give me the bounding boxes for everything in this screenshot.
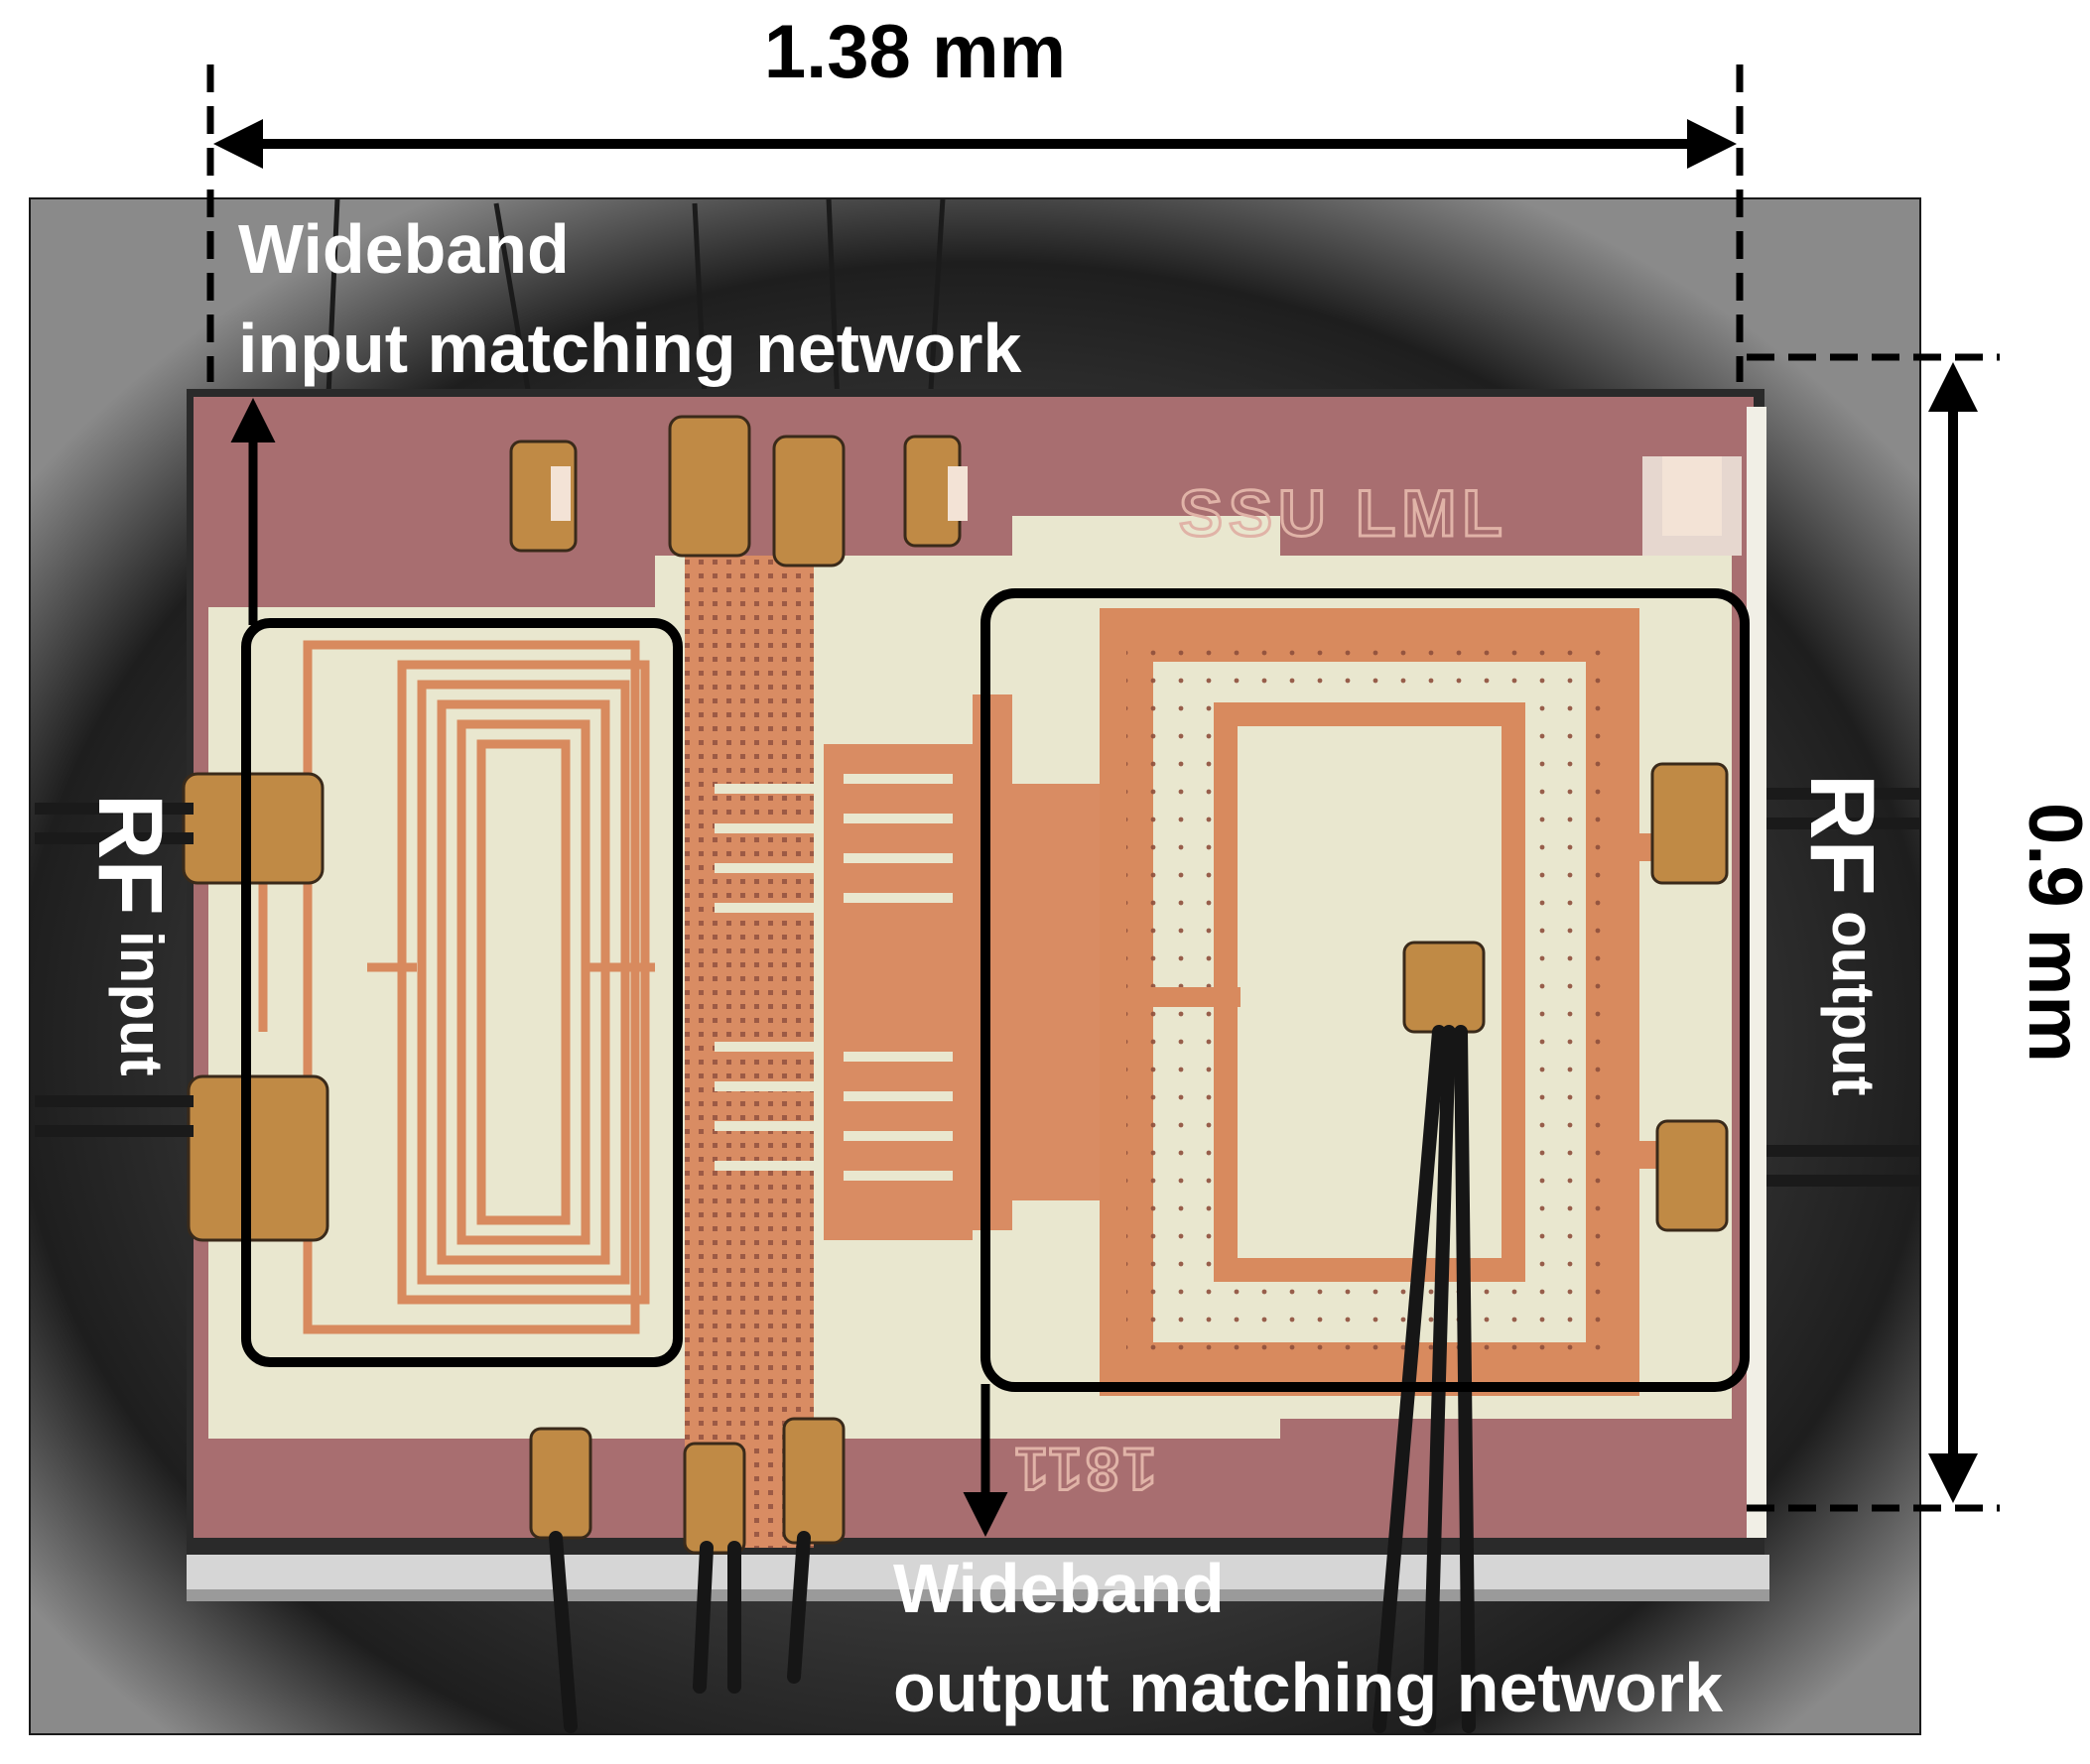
chip-markings: SSU LML 1811 xyxy=(1009,475,1508,1504)
annotation-arrows xyxy=(230,398,1008,1537)
output-network-label-line1: Wideband xyxy=(893,1550,1225,1627)
output-network-label-line2: output matching network xyxy=(893,1649,1723,1726)
chip-logo-bottom: 1811 xyxy=(1011,1436,1156,1502)
rf-output-label-main: RF xyxy=(1791,774,1893,896)
rf-input-label-main: RF xyxy=(79,794,181,916)
annotation-labels: Wideband input matching network Wideband… xyxy=(79,210,1893,1726)
bond-pads xyxy=(182,415,1729,1555)
rf-input-label: RF input xyxy=(79,794,181,1076)
rf-output-label: RF output xyxy=(1791,774,1893,1096)
input-inductor xyxy=(258,640,655,1334)
output-network-highlight-box xyxy=(980,588,1750,1392)
rf-probe-wires xyxy=(35,788,1920,1187)
bond-wires-bottom xyxy=(549,1025,1476,1733)
chip-logo-top: SSU LML xyxy=(1179,476,1508,550)
width-dimension: 1.38 mm xyxy=(206,10,1744,382)
input-network-label-line2: input matching network xyxy=(238,310,1022,387)
rf-input-label-sub: input xyxy=(108,931,175,1076)
rf-output-label-sub: output xyxy=(1820,911,1887,1096)
height-dimension: 0.9 mm xyxy=(1747,353,2090,1512)
transistor-mesh xyxy=(685,556,1151,1548)
width-dimension-label: 1.38 mm xyxy=(764,10,1066,94)
input-network-highlight-box xyxy=(241,618,683,1367)
input-network-label-line1: Wideband xyxy=(238,210,570,288)
height-dimension-label: 0.9 mm xyxy=(2013,803,2090,1063)
